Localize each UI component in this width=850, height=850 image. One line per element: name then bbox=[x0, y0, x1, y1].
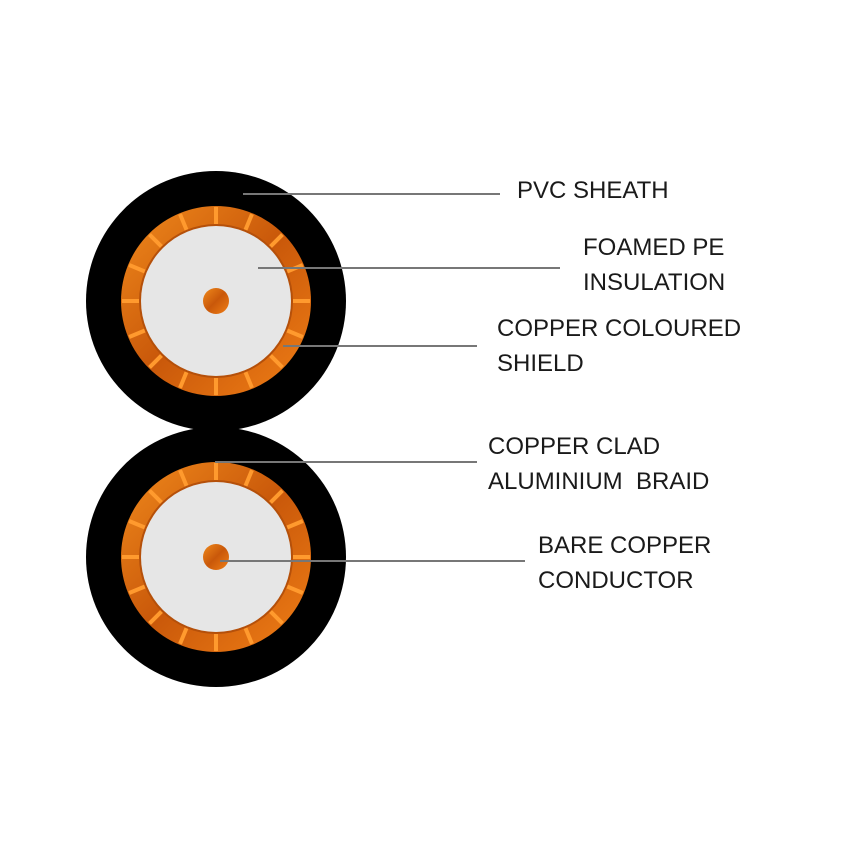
bottom-braid-strand bbox=[148, 610, 163, 625]
top-braid-strand bbox=[286, 328, 304, 339]
top-braid-strand bbox=[269, 233, 284, 248]
bottom-braid-strand bbox=[128, 584, 146, 595]
bottom-braid-strand bbox=[286, 584, 304, 595]
top-braid-strand bbox=[178, 371, 189, 389]
bottom-braid-strand bbox=[243, 627, 254, 645]
bottom-copper-conductor bbox=[203, 544, 229, 570]
bottom-braid-strand bbox=[128, 519, 146, 530]
bottom-braid-strand bbox=[269, 610, 284, 625]
top-braid-strand bbox=[128, 263, 146, 274]
bottom-braid-strand bbox=[243, 469, 254, 487]
top-braid-strand bbox=[269, 354, 284, 369]
top-braid-strand bbox=[178, 213, 189, 231]
bottom-braid-strand bbox=[269, 489, 284, 504]
label-pvc-sheath: PVC SHEATH bbox=[517, 177, 669, 204]
bottom-braid-strand bbox=[286, 519, 304, 530]
bottom-braid-strand bbox=[148, 489, 163, 504]
bottom-braid-strand bbox=[178, 627, 189, 645]
top-copper-conductor bbox=[203, 288, 229, 314]
top-braid-strand bbox=[243, 371, 254, 389]
top-braid-strand bbox=[128, 328, 146, 339]
bottom-braid-strand bbox=[178, 469, 189, 487]
top-braid-strand bbox=[148, 354, 163, 369]
top-braid-strand bbox=[243, 213, 254, 231]
top-braid-strand bbox=[148, 233, 163, 248]
